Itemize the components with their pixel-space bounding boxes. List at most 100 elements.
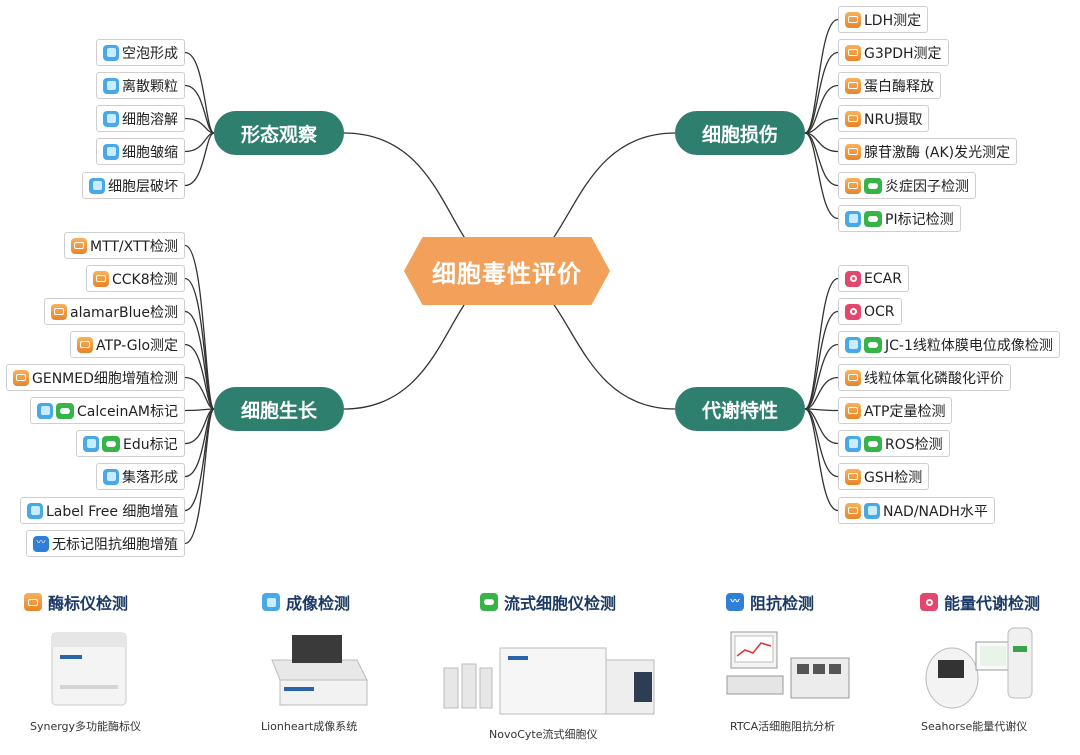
imaging-system-device-image	[271, 635, 368, 706]
legend-label: 阻抗检测	[750, 594, 815, 613]
leaf-item-label: 炎症因子检测	[885, 178, 969, 195]
leaf-item-label: ROS检测	[885, 436, 943, 453]
leaf-item-label: 蛋白酶释放	[864, 78, 934, 95]
legend-imaging: 成像检测	[262, 590, 350, 614]
plate-reader-icon	[845, 77, 861, 94]
leaf-item-label: Label Free 细胞增殖	[46, 503, 179, 520]
legend-label: 成像检测	[286, 594, 351, 613]
leaf-item[interactable]: 集落形成	[96, 463, 185, 490]
leaf-item[interactable]: 线粒体氧化磷酸化评价	[838, 364, 1011, 391]
connector-line	[184, 244, 215, 410]
branch-morphology[interactable]: 形态观察	[214, 111, 344, 155]
leaf-item[interactable]: 空泡形成	[96, 39, 185, 66]
device-caption: RTCA活细胞阻抗分析	[730, 720, 836, 733]
leaf-item-label: 集落形成	[122, 469, 178, 486]
leaf-item[interactable]: ROS检测	[838, 430, 950, 457]
plate-reader-icon	[845, 402, 861, 419]
imaging-icon	[103, 468, 119, 485]
leaf-item[interactable]: PI标记检测	[838, 205, 961, 232]
leaf-item[interactable]: Label Free 细胞增殖	[20, 497, 186, 524]
center-node: 细胞毒性评价	[404, 237, 610, 305]
leaf-item[interactable]: 蛋白酶释放	[838, 72, 941, 99]
leaf-item[interactable]: MTT/XTT检测	[64, 232, 185, 259]
flow-cytometer-icon	[864, 177, 882, 194]
plate-reader-icon	[845, 44, 861, 61]
legend-impedance: 阻抗检测	[726, 590, 814, 614]
connector-line	[804, 132, 839, 187]
leaf-item[interactable]: GSH检测	[838, 463, 930, 490]
leaf-item[interactable]: ATP定量检测	[838, 397, 953, 424]
leaf-item-label: GENMED细胞增殖检测	[32, 370, 178, 387]
leaf-item-label: 无标记阻抗细胞增殖	[52, 536, 178, 553]
leaf-item-label: CalceinAM标记	[77, 403, 178, 420]
plate-reader-icon	[845, 110, 861, 127]
leaf-item[interactable]: JC-1线粒体膜电位成像检测	[838, 331, 1060, 358]
flow-cytometer-icon	[864, 210, 882, 227]
leaf-item[interactable]: alamarBlue检测	[44, 298, 186, 325]
leaf-item[interactable]: 离散颗粒	[96, 72, 185, 99]
impedance-icon	[726, 593, 744, 611]
branch-metabolism[interactable]: 代谢特性	[675, 387, 805, 431]
connector-line	[184, 376, 215, 410]
leaf-item-label: 细胞层破坏	[108, 178, 178, 195]
leaf-item[interactable]: NRU摄取	[838, 105, 930, 132]
connector-line	[184, 84, 215, 134]
energy-metabolism-icon	[845, 303, 861, 320]
leaf-item[interactable]: ATP-Glo测定	[70, 331, 186, 358]
flow-cytometer-icon	[864, 336, 882, 353]
connector-line	[804, 408, 839, 512]
leaf-item[interactable]: ECAR	[838, 265, 909, 292]
imaging-icon	[37, 402, 53, 419]
leaf-item[interactable]: 细胞皱缩	[96, 138, 185, 165]
leaf-item[interactable]: CCK8检测	[86, 265, 185, 292]
leaf-item-label: PI标记检测	[885, 211, 954, 228]
plate-reader-icon	[13, 369, 29, 386]
imaging-icon	[27, 502, 43, 519]
connector-line	[804, 343, 839, 410]
connector-line	[184, 408, 215, 545]
branch-damage[interactable]: 细胞损伤	[675, 111, 805, 155]
leaf-item[interactable]: 细胞溶解	[96, 105, 185, 132]
plate-reader-icon	[845, 369, 861, 386]
leaf-item-label: OCR	[864, 303, 895, 320]
leaf-item-label: 离散颗粒	[122, 78, 178, 95]
leaf-item-label: LDH测定	[864, 12, 922, 29]
plate-reader-icon	[24, 593, 42, 611]
flow-cytometer-icon	[102, 435, 120, 452]
leaf-item[interactable]: 无标记阻抗细胞增殖	[26, 530, 185, 557]
imaging-icon	[864, 502, 880, 519]
branch-growth[interactable]: 细胞生长	[214, 387, 344, 431]
imaging-icon	[262, 593, 280, 611]
connector-line	[804, 51, 839, 134]
impedance-icon	[33, 535, 49, 552]
connector-line	[804, 277, 839, 410]
connector-line	[343, 132, 467, 241]
leaf-item[interactable]: 炎症因子检测	[838, 172, 976, 199]
connector-line	[184, 117, 215, 134]
leaf-item[interactable]: OCR	[838, 298, 902, 325]
leaf-item[interactable]: GENMED细胞增殖检测	[6, 364, 185, 391]
plate-reader-icon	[845, 468, 861, 485]
energy-metabolism-icon	[845, 270, 861, 287]
leaf-item-label: 线粒体氧化磷酸化评价	[864, 370, 1004, 387]
leaf-item-label: G3PDH测定	[864, 45, 942, 62]
imaging-icon	[845, 336, 861, 353]
plate-reader-icon	[845, 502, 861, 519]
connector-line	[184, 408, 215, 412]
leaf-item[interactable]: NAD/NADH水平	[838, 497, 995, 524]
leaf-item[interactable]: 细胞层破坏	[82, 172, 185, 199]
device-caption: Seahorse能量代谢仪	[921, 720, 1028, 733]
leaf-item[interactable]: G3PDH测定	[838, 39, 949, 66]
leaf-item[interactable]: 腺苷激酶 (AK)发光测定	[838, 138, 1018, 165]
seahorse-analyzer-device-image	[925, 627, 1033, 709]
imaging-icon	[845, 210, 861, 227]
leaf-item[interactable]: Edu标记	[76, 430, 185, 457]
device-caption: Synergy多功能酶标仪	[30, 720, 142, 733]
leaf-item-label: NAD/NADH水平	[883, 503, 988, 520]
connector-line	[804, 376, 839, 410]
imaging-icon	[103, 143, 119, 160]
leaf-item[interactable]: CalceinAM标记	[30, 397, 185, 424]
plate-reader-icon	[51, 303, 67, 320]
plate-reader-icon	[845, 143, 861, 160]
leaf-item[interactable]: LDH测定	[838, 6, 929, 33]
